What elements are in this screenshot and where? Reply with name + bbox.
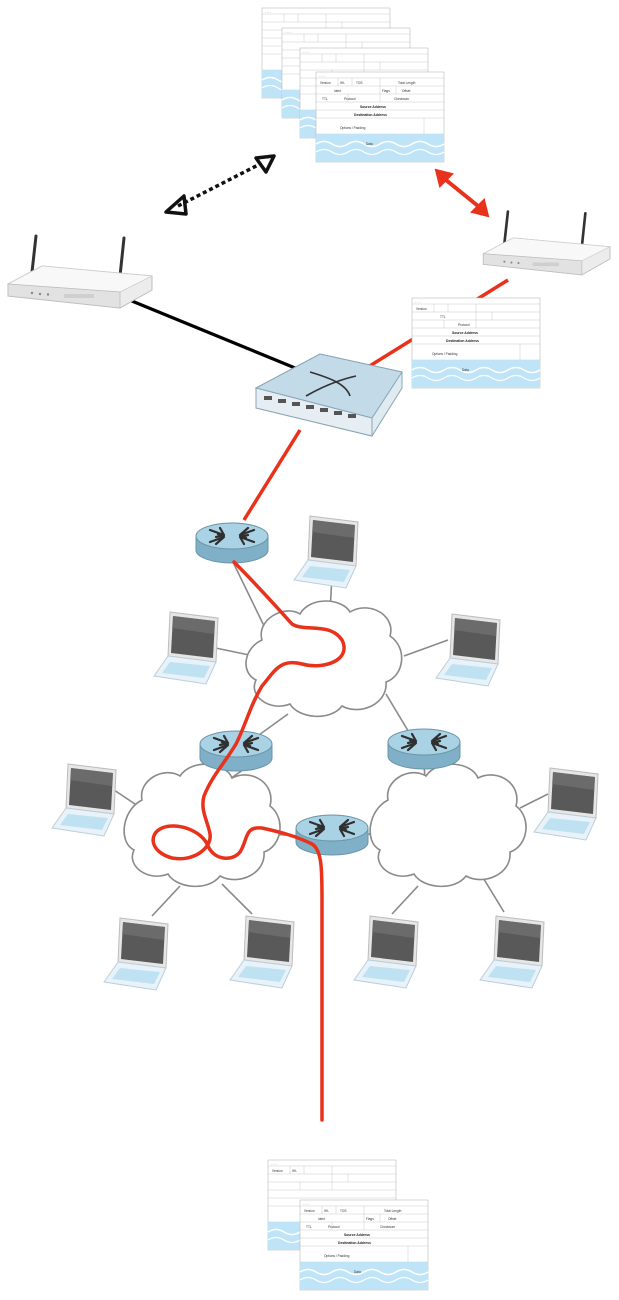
wifi-router-left (6, 234, 154, 310)
laptop-icon (479, 915, 545, 989)
svg-text:TTL: TTL (440, 315, 446, 319)
packet-icon (299, 1199, 429, 1291)
svg-text:Version: Version (304, 1209, 315, 1213)
svg-text:TTL: TTL (306, 1225, 312, 1229)
svg-text:Protocol: Protocol (344, 97, 356, 101)
svg-text:Total Length: Total Length (398, 81, 416, 85)
laptop-icon (293, 515, 359, 589)
svg-text:Version: Version (272, 1169, 283, 1173)
wifi-router-icon (481, 210, 612, 277)
svg-text:IHL: IHL (324, 1209, 329, 1213)
cloud-icon (245, 600, 403, 718)
svg-text:Data: Data (366, 142, 373, 146)
svg-text:Protocol: Protocol (458, 323, 470, 327)
svg-text:Offset: Offset (388, 1217, 397, 1221)
network-switch (254, 353, 403, 437)
wifi-router-icon (6, 234, 154, 310)
svg-text:Flags: Flags (382, 89, 390, 93)
laptop-hosts (51, 515, 599, 991)
double-arrow-icon (254, 154, 276, 174)
svg-text:Checksum: Checksum (394, 97, 409, 101)
svg-text:Offset: Offset (402, 89, 411, 93)
svg-text:Protocol: Protocol (328, 1225, 340, 1229)
svg-text:Source Address: Source Address (452, 331, 478, 335)
svg-text:Options / Padding: Options / Padding (340, 126, 366, 130)
svg-text:TTL: TTL (322, 97, 328, 101)
svg-text:Destination Address: Destination Address (446, 339, 479, 343)
wireless-link-active (434, 168, 490, 218)
laptop-icon (435, 613, 501, 687)
double-arrow-icon (164, 194, 188, 216)
packet-header-labels-top: Version IHL TOS Total Length Ident Flags… (320, 81, 416, 146)
router-icon (386, 727, 462, 771)
laptop-icon (229, 915, 295, 989)
path-segment-switch-to-router (242, 429, 302, 521)
wireless-link-dashed (164, 154, 276, 216)
svg-text:TOS: TOS (356, 81, 363, 85)
router-icon (194, 521, 270, 565)
laptop-icon (353, 915, 419, 989)
packet-icon (315, 71, 445, 163)
svg-text:Options / Padding: Options / Padding (324, 1254, 350, 1258)
laptop-icon (153, 611, 219, 685)
packet-stack-bottom: Version IHL Version IHL TOS Total Length… (267, 1159, 429, 1291)
laptop-icon (103, 917, 169, 991)
packet-stack-top (261, 7, 445, 163)
svg-text:IHL: IHL (340, 81, 345, 85)
double-arrow-icon (434, 168, 454, 188)
svg-text:Ident: Ident (334, 89, 341, 93)
svg-text:Data: Data (354, 1270, 361, 1274)
svg-text:IHL: IHL (292, 1169, 297, 1173)
svg-text:Total Length: Total Length (384, 1209, 402, 1213)
cloud-icon (123, 763, 281, 888)
double-arrow-icon (470, 198, 490, 218)
svg-text:Source Address: Source Address (360, 105, 386, 109)
svg-text:Ident: Ident (318, 1217, 325, 1221)
svg-text:Flags: Flags (366, 1217, 374, 1221)
svg-text:Destination Address: Destination Address (338, 1241, 371, 1245)
svg-text:TOS: TOS (340, 1209, 347, 1213)
svg-text:Data: Data (462, 368, 469, 372)
laptop-icon (51, 763, 117, 837)
laptop-icon (533, 767, 599, 841)
packet-near-wifi: Version TTL Protocol Source Address Dest… (411, 297, 541, 389)
wifi-router-right (481, 210, 612, 277)
router-icon (198, 729, 274, 773)
packet-route-path (151, 560, 346, 1122)
svg-text:Version: Version (416, 307, 427, 311)
packet-icon (411, 297, 541, 389)
svg-text:Source Address: Source Address (344, 1233, 370, 1237)
svg-text:Version: Version (320, 81, 331, 85)
router-icon (294, 813, 370, 857)
svg-text:Checksum: Checksum (380, 1225, 395, 1229)
wired-link-left-router-switch (109, 290, 301, 372)
cloud-icon (369, 763, 527, 888)
svg-text:Options / Padding: Options / Padding (432, 352, 458, 356)
svg-text:Destination Address: Destination Address (354, 113, 387, 117)
